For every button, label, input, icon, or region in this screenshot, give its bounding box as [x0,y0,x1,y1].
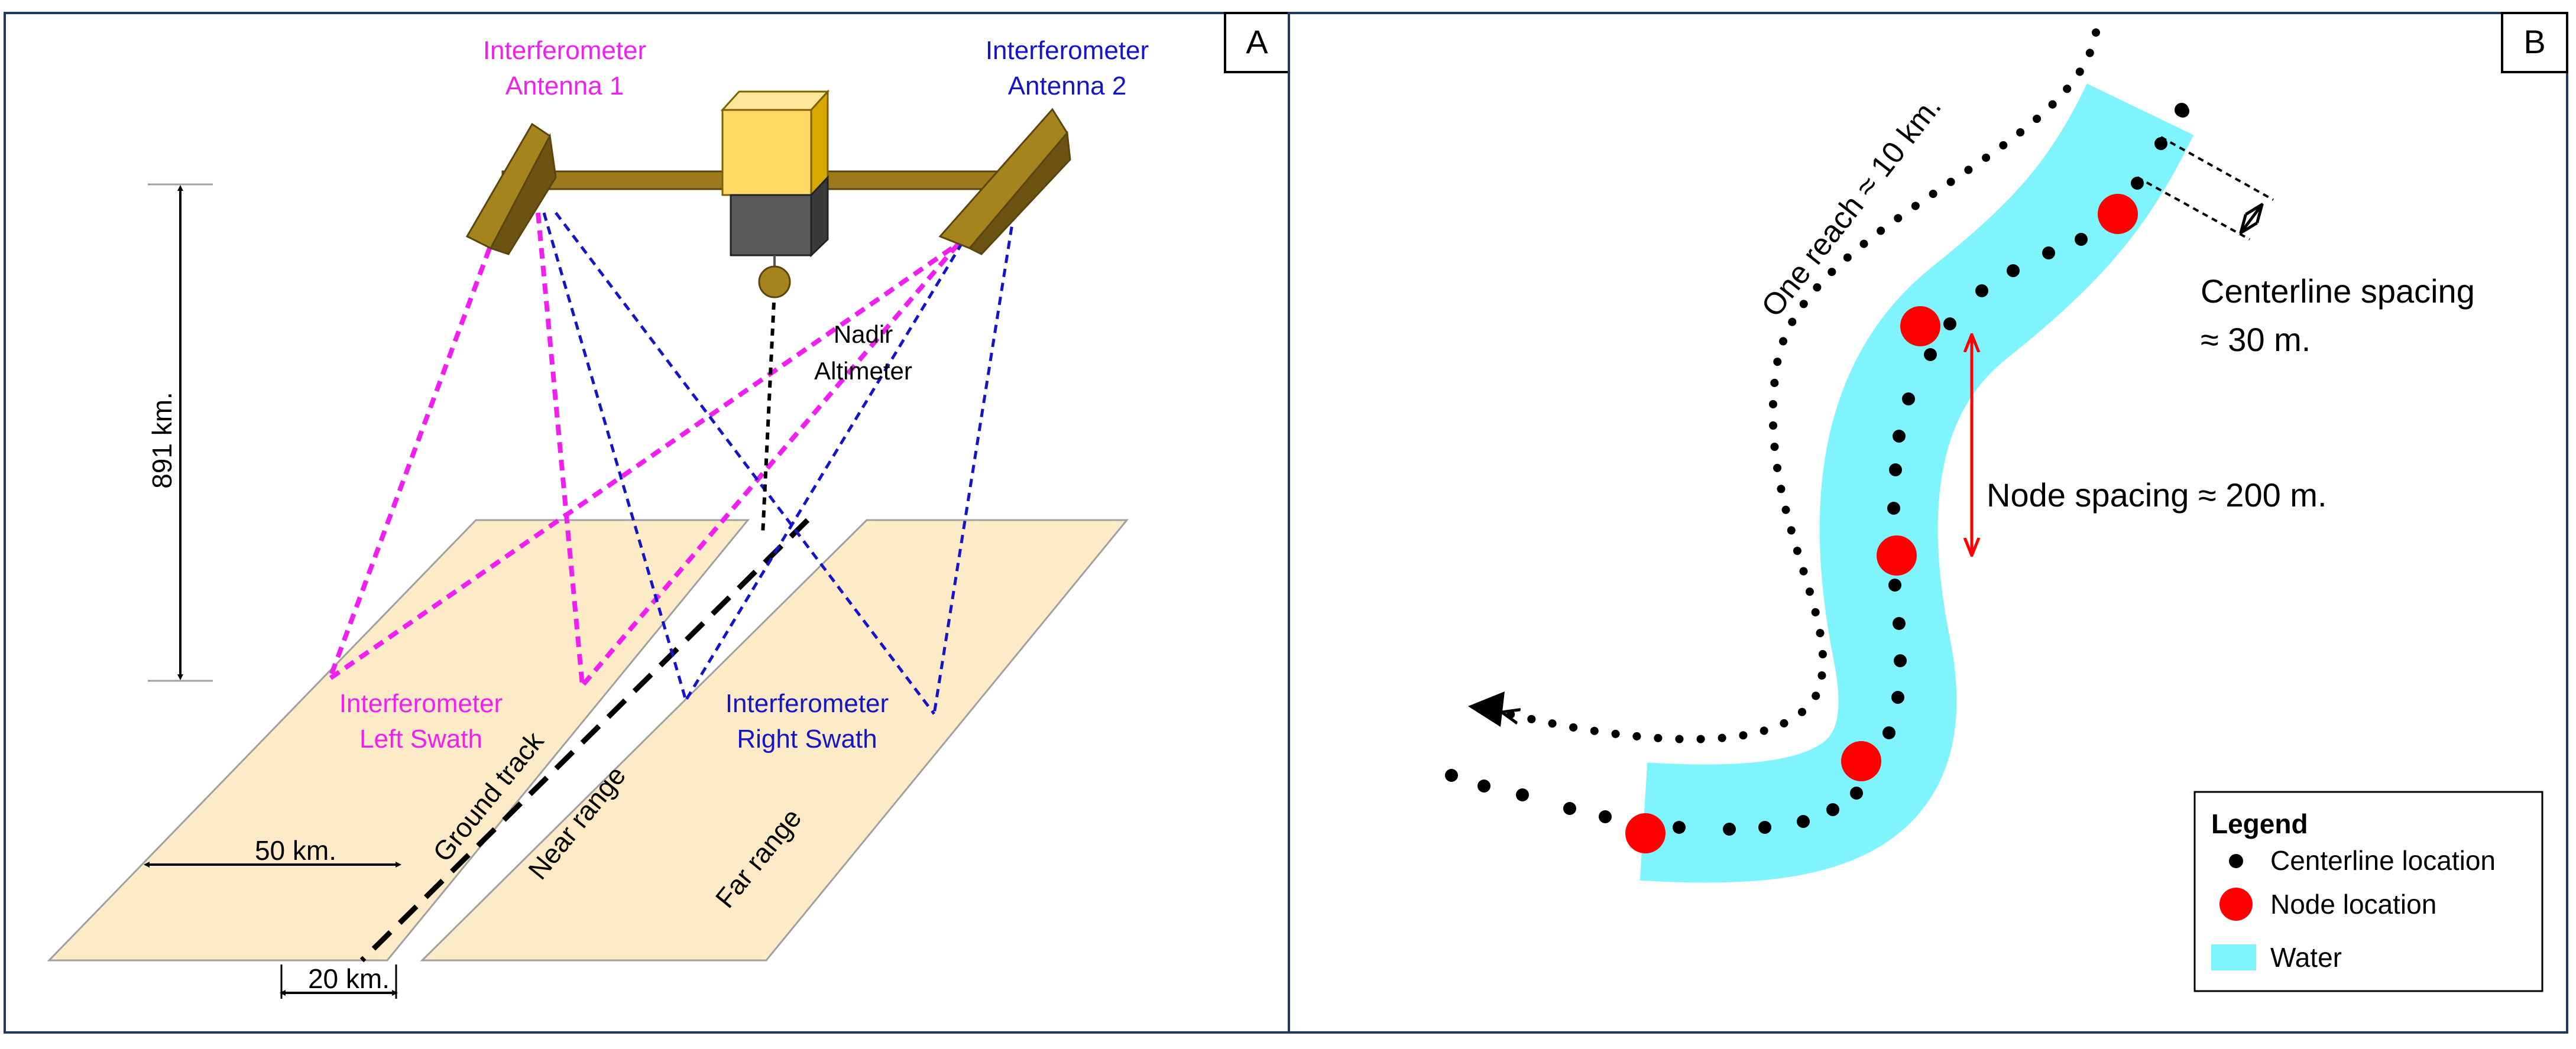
panel-a-badge: A [1246,23,1268,60]
panel-b: B One reach ≈ 10 km. [1288,12,2568,1034]
panel-b-badge-box [2501,12,2568,73]
left-swath [47,519,750,962]
centerline-spacing-arrow [2241,204,2262,233]
node-markers [1625,194,2138,853]
ground-track-line [359,518,810,963]
river-water [1639,83,2194,883]
left-swath-label-line1: Interferometer [339,689,503,718]
antenna1-beams [328,212,972,687]
satellite [465,89,1071,298]
nadir-beam [761,289,776,535]
upper-right-dot [2175,103,2189,117]
nadir-label-line1: Nadir [834,320,893,348]
nadir-altimeter-sensor [758,265,791,298]
legend-centerline-symbol [2229,854,2243,868]
centerline-spacing-label-line1: Centerline spacing [2201,272,2475,310]
antenna1-label-line2: Antenna 1 [506,72,624,100]
legend-centerline-label: Centerline location [2270,845,2496,876]
legend-node-label: Node location [2270,889,2436,920]
gap-width-label: 20 km. [308,963,390,994]
antenna2-panel [938,108,1071,255]
right-swath-label-line1: Interferometer [725,689,889,718]
antenna2-label-line1: Interferometer [986,36,1149,65]
legend-water-label: Water [2270,942,2342,973]
node-spacing-label: Node spacing ≈ 200 m. [1987,476,2327,514]
swath-width-label: 50 km. [255,835,336,866]
panel-a: A 891 km. 50 km. 20 km. [4,12,1290,1034]
antenna1-panel [465,122,557,255]
centerline-spacing-guide-1 [2160,136,2274,201]
antenna1-label-line1: Interferometer [483,36,646,65]
left-swath-label-line2: Left Swath [359,725,482,754]
antenna2-label-line2: Antenna 2 [1008,72,1127,100]
antenna2-beams [542,212,1016,715]
legend-title: Legend [2211,808,2308,839]
legend-water-symbol [2211,944,2256,970]
centerline-spacing-label-line2: ≈ 30 m. [2201,321,2311,358]
panel-b-badge: B [2523,23,2545,60]
centerline-spacing-guide-2 [2137,176,2250,241]
reach-arrowhead [1468,691,1505,727]
altitude-label: 891 km. [147,392,177,489]
right-swath [420,519,1129,962]
satellite-body [720,89,830,298]
nadir-label-line2: Altimeter [814,357,912,385]
panel-a-badge-box [1224,12,1290,73]
reach-path [1498,28,2100,743]
right-swath-label-line2: Right Swath [737,725,877,754]
legend: Legend Centerline location Node location… [2193,791,2543,992]
legend-node-symbol [2219,888,2253,921]
